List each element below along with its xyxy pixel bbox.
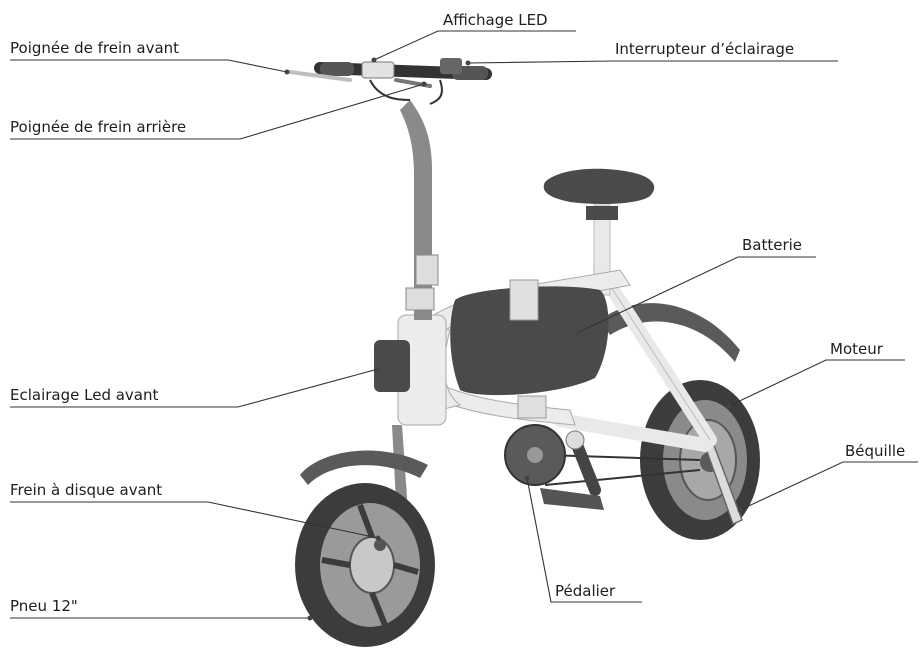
battery-lower-strap: [518, 396, 546, 418]
label-pedalier: Pédalier: [555, 582, 616, 600]
callout-bequille: Béquille: [738, 442, 919, 513]
front-led-light: [374, 340, 410, 392]
light-switch-unit: [440, 58, 462, 74]
saddle: [544, 169, 655, 204]
label-pneu: Pneu 12": [10, 597, 78, 615]
label-bequille: Béquille: [845, 442, 905, 460]
fold-clamp-2: [406, 288, 434, 310]
label-affichage-led: Affichage LED: [443, 11, 548, 29]
callout-affichage-led: Affichage LED: [372, 11, 577, 63]
label-eclairage-led-avant: Eclairage Led avant: [10, 386, 159, 404]
seat-clamp: [586, 206, 618, 220]
callout-moteur: Moteur: [727, 340, 906, 409]
left-grip: [320, 62, 354, 76]
fold-clamp-1: [416, 255, 438, 285]
label-poignee-frein-arriere: Poignée de frein arrière: [10, 118, 186, 136]
label-interrupteur-eclairage: Interrupteur d’éclairage: [615, 40, 794, 58]
label-moteur: Moteur: [830, 340, 884, 358]
label-batterie: Batterie: [742, 236, 802, 254]
ebike-illustration: [290, 58, 760, 647]
label-poignee-frein-avant: Poignée de frein avant: [10, 39, 179, 57]
callout-interrupteur-eclairage: Interrupteur d’éclairage: [466, 40, 839, 66]
stem: [400, 100, 432, 320]
callout-poignee-frein-arriere: Poignée de frein arrière: [10, 82, 427, 140]
callout-pneu: Pneu 12": [10, 597, 313, 621]
label-frein-disque-avant: Frein à disque avant: [10, 481, 162, 499]
callout-eclairage-led-avant: Eclairage Led avant: [10, 367, 381, 408]
led-display-unit: [362, 62, 394, 78]
callout-poignee-frein-avant: Poignée de frein avant: [10, 39, 290, 75]
battery-strap: [510, 280, 538, 320]
front-fender: [300, 451, 428, 485]
front-wheel: [295, 483, 435, 647]
